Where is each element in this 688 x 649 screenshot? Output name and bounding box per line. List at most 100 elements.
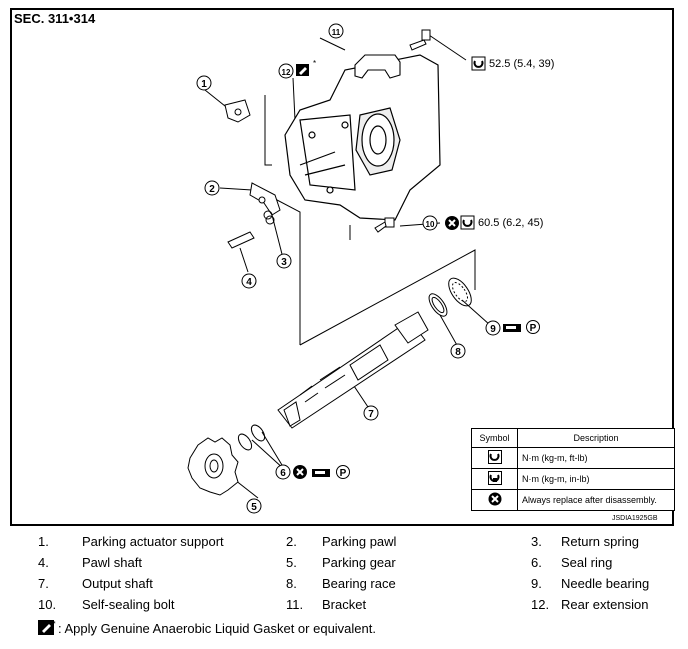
gasket-icon: * [38, 620, 56, 635]
legend-name: Pawl shaft [82, 555, 142, 570]
legend-name: Output shaft [82, 576, 153, 591]
bracket-bolt [409, 29, 431, 51]
guide-line [461, 299, 491, 326]
guide-line [234, 479, 259, 499]
callout-3: 3 [276, 253, 292, 269]
callout-5-label: 5 [251, 502, 257, 513]
legend-num: 11. [286, 597, 304, 612]
gasket-note-text: : Apply Genuine Anaerobic Liquid Gasket … [58, 620, 376, 636]
callout-1-label: 1 [201, 79, 207, 90]
legend-name: Parking actuator support [82, 534, 224, 549]
guide-line [439, 314, 459, 348]
svg-text:P: P [340, 468, 347, 479]
callout-2: 2 [204, 180, 220, 196]
guide-line [239, 247, 249, 273]
symbol-description: N·m (kg-m, in-lb) [517, 468, 675, 490]
gasket-icon [296, 64, 309, 76]
legend-num: 2. [286, 534, 297, 549]
petroleum-jelly-icon: P [336, 465, 350, 479]
legend-name: Return spring [561, 534, 640, 549]
torque-nm-icon [460, 215, 475, 230]
always-replace-icon [293, 465, 307, 479]
parking-actuator-support [224, 99, 251, 123]
guide-line [319, 37, 346, 51]
legend-num: 3. [531, 534, 542, 549]
callout-6-label: 6 [280, 468, 286, 479]
seal-rings [237, 424, 266, 451]
bracket [354, 54, 401, 79]
callout-7: 7 [363, 405, 379, 421]
description-header: Description [517, 428, 675, 448]
self-sealing-bolt [374, 217, 395, 233]
legend-num: 9. [531, 576, 542, 591]
callout-12: 12 [278, 63, 294, 79]
callout-10: 10 [422, 215, 438, 231]
symbol-description: Always replace after disassembly. [517, 489, 675, 511]
guide-line [299, 249, 476, 346]
guide-line [264, 95, 272, 166]
torque-nm-icon [487, 450, 502, 464]
svg-text:P: P [530, 323, 537, 334]
table-row: Always replace after disassembly. [471, 489, 675, 511]
legend-num: 7. [38, 576, 49, 591]
callout-11: 11 [328, 23, 344, 39]
callout-1: 1 [196, 75, 212, 91]
pawl-shaft [227, 231, 255, 249]
guide-line [261, 431, 286, 471]
always-replace-icon [445, 216, 459, 230]
callout-9: 9 [485, 320, 501, 336]
output-shaft [277, 311, 429, 429]
callout-6: 6 [275, 464, 291, 480]
legend-name: Seal ring [561, 555, 613, 570]
callout-5: 5 [246, 498, 262, 514]
diagram-frame [10, 8, 674, 526]
callout-9-label: 9 [490, 324, 496, 335]
symbol-header: Symbol [471, 428, 518, 448]
callout-7-label: 7 [368, 409, 374, 420]
petroleum-jelly-icon: P [526, 320, 540, 334]
callout-4-label: 4 [246, 277, 252, 288]
legend-name: Parking pawl [322, 534, 397, 549]
callout-8-label: 8 [455, 347, 461, 358]
table-row: N·m (kg-m, ft-lb) [471, 447, 675, 469]
legend-num: 1. [38, 534, 49, 549]
legend-num: 4. [38, 555, 49, 570]
parking-gear [187, 437, 239, 496]
grease-icon [503, 324, 521, 332]
always-replace-icon [488, 492, 501, 506]
legend-name: Self-sealing bolt [82, 597, 175, 612]
legend-name: Bearing race [322, 576, 396, 591]
callout-11-label: 11 [332, 28, 341, 37]
symbol-description: N·m (kg-m, ft-lb) [517, 447, 675, 469]
section-label: SEC. 311•314 [14, 11, 96, 26]
legend-num: 8. [286, 576, 297, 591]
return-spring [263, 210, 275, 225]
callout-4: 4 [241, 273, 257, 289]
guide-line [251, 439, 286, 471]
table-row: N·m (kg-m, in-lb) [471, 468, 675, 490]
torque-self-sealing-bolt: 60.5 (6.2, 45) [478, 217, 544, 229]
callout-8: 8 [450, 343, 466, 359]
callouts: 1 2 3 4 5 6 7 8 9 10 11 12 [196, 23, 501, 514]
bearing-race [428, 293, 448, 317]
gasket-note: * : Apply Genuine Anaerobic Liquid Gaske… [38, 620, 376, 636]
callout-12-label: 12 [282, 68, 291, 77]
legend-name: Needle bearing [561, 576, 650, 591]
legend-name: Parking gear [322, 555, 396, 570]
gasket-asterisk: * [53, 621, 56, 628]
grease-icon [312, 469, 330, 477]
parking-pawl [249, 182, 281, 216]
legend-num: 12. [531, 597, 550, 612]
legend-num: 6. [531, 555, 542, 570]
legend-name: Rear extension [561, 597, 649, 612]
legend-name: Bracket [322, 597, 367, 612]
figure-id: JSDIA1925GB [612, 515, 658, 522]
needle-bearing [448, 277, 472, 307]
guide-line [425, 32, 467, 61]
torque-nm-icon [471, 56, 486, 71]
guide-line [219, 187, 253, 191]
torque-bracket-bolt: 52.5 (5.4, 39) [489, 58, 555, 70]
guide-line [292, 77, 296, 121]
rear-extension [284, 54, 441, 221]
